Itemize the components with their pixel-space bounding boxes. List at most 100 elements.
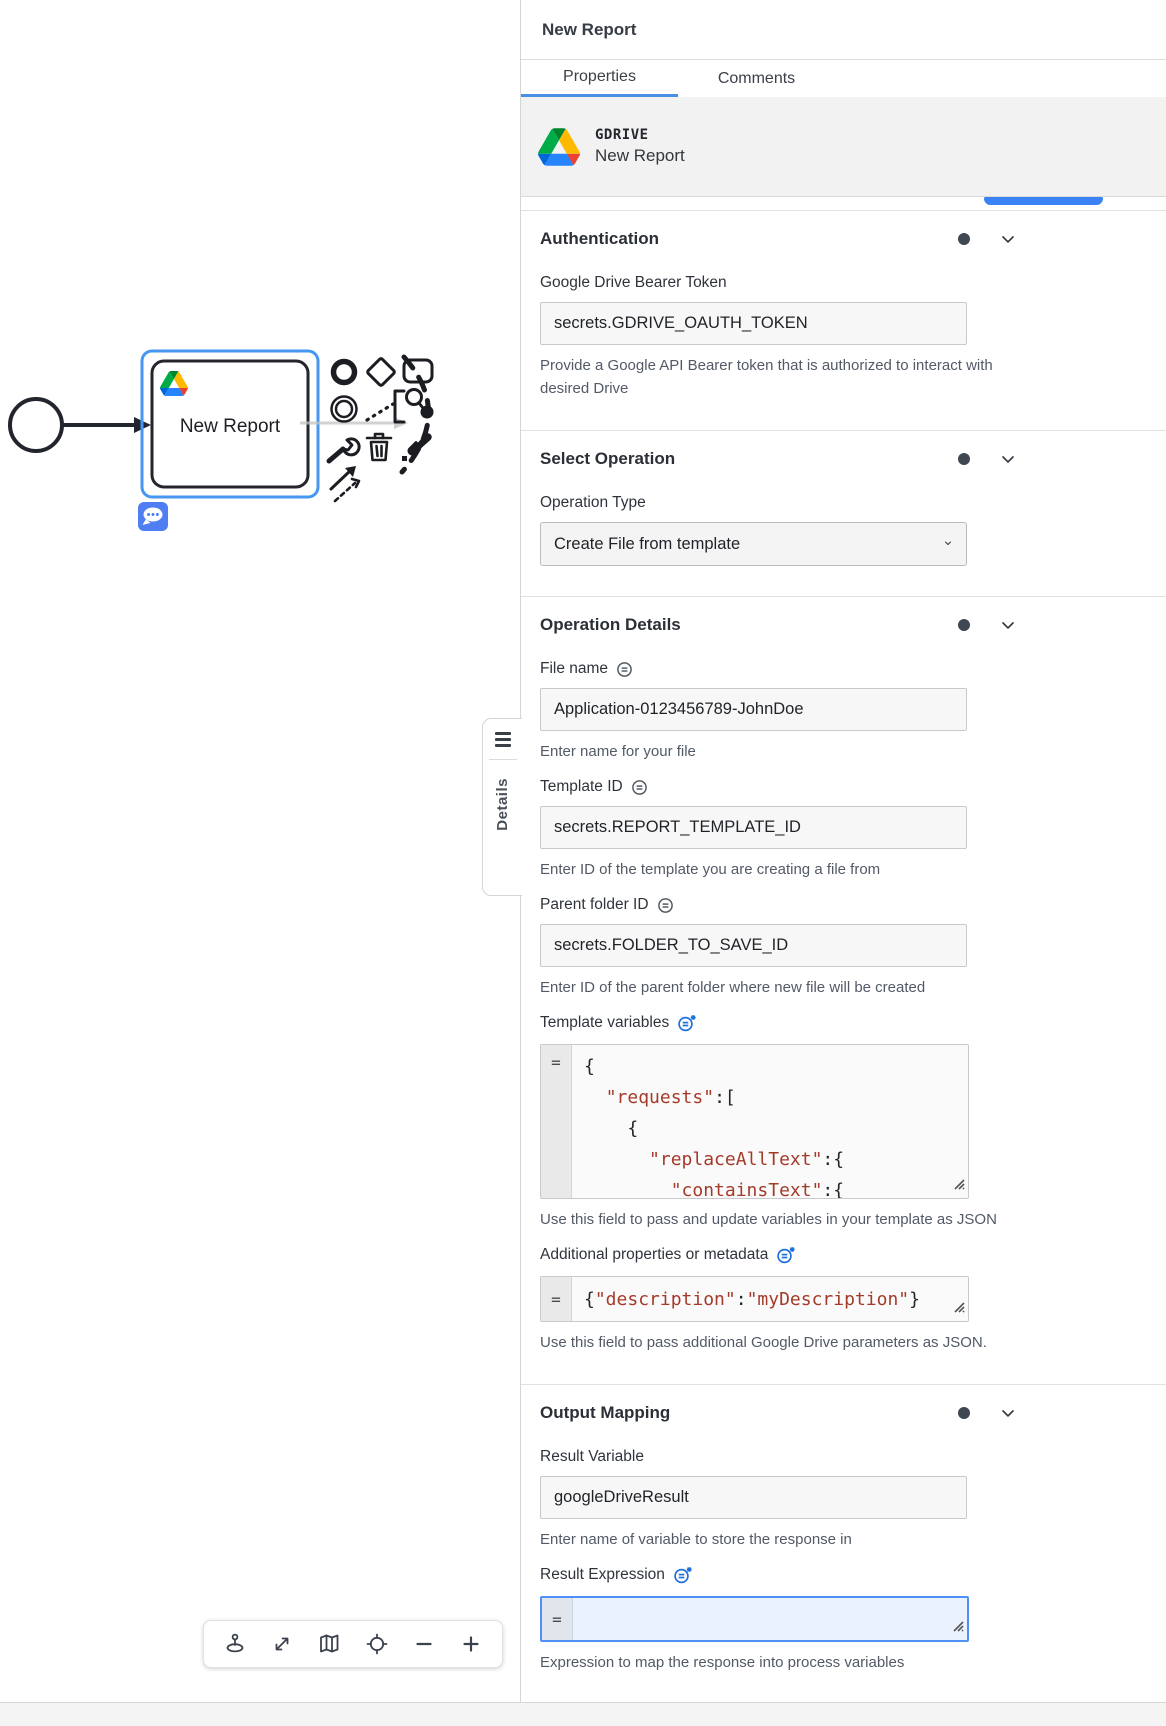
field-help: Use this field to pass additional Google… <box>540 1334 987 1351</box>
section-header[interactable]: Output Mapping <box>540 1401 1018 1425</box>
start-event[interactable] <box>8 397 64 453</box>
scrolled-button-fragment[interactable] <box>984 197 1103 205</box>
feel-optional-icon[interactable] <box>657 897 674 914</box>
feel-optional-icon[interactable] <box>631 779 648 796</box>
section-title: Operation Details <box>540 615 681 634</box>
additional-properties-or-metadata-code-editor[interactable]: = {"description":"myDescription"} <box>540 1276 969 1322</box>
feel-required-icon[interactable] <box>677 1014 697 1032</box>
task-new-report[interactable]: New Report <box>150 359 310 489</box>
code-content[interactable]: { "requests":[ { "replaceAllText":{ "con… <box>584 1056 845 1198</box>
field-label: Result Expression <box>540 1566 665 1583</box>
task-icon[interactable] <box>402 358 434 384</box>
bpmn-diagram: New Report <box>8 349 434 531</box>
section-header[interactable]: Select Operation <box>540 447 1018 471</box>
field-label: Additional properties or metadata <box>540 1246 769 1263</box>
template-variables-code-editor[interactable]: ={ "requests":[ { "replaceAllText":{ "co… <box>540 1044 969 1199</box>
wrench-icon[interactable] <box>326 437 361 464</box>
field-help: Enter ID of the template you are creatin… <box>540 861 881 878</box>
field-label: Result Variable <box>540 1448 644 1465</box>
input-value: googleDriveResult <box>554 1488 689 1506</box>
template-id-input[interactable]: secrets.REPORT_TEMPLATE_ID <box>540 806 967 849</box>
section-filled-indicator <box>958 619 970 631</box>
field-help: Enter name of variable to store the resp… <box>540 1531 852 1548</box>
resize-handle-icon[interactable] <box>952 1300 965 1318</box>
section-title: Authentication <box>540 229 659 248</box>
resize-handle-icon[interactable] <box>951 1619 964 1637</box>
field-label: Parent folder ID <box>540 896 649 913</box>
result-variable-input[interactable]: googleDriveResult <box>540 1476 967 1519</box>
minimap-icon[interactable] <box>313 1628 345 1660</box>
feel-required-icon[interactable] <box>673 1566 693 1584</box>
zoom-in-icon[interactable] <box>455 1628 487 1660</box>
code-content[interactable]: {"description":"myDescription"} <box>584 1288 920 1310</box>
intermediate-event-icon[interactable] <box>330 395 358 423</box>
field-template-variables: Template variables={ "requests":[ { "rep… <box>540 1013 997 1231</box>
field-help: Enter name for your file <box>540 743 696 760</box>
input-value: Application-0123456789-JohnDoe <box>554 700 804 718</box>
chevron-down-icon[interactable] <box>998 1403 1018 1423</box>
resize-handle-icon[interactable] <box>952 1177 965 1195</box>
panel-header: New Report <box>521 0 1166 60</box>
result-expression-code-editor[interactable]: = <box>540 1596 969 1642</box>
field-help: Expression to map the response into proc… <box>540 1654 905 1671</box>
parent-folder-id-input[interactable]: secrets.FOLDER_TO_SAVE_ID <box>540 924 967 967</box>
tab-properties[interactable]: Properties <box>521 60 678 97</box>
field-result-expression: Result Expression = Expression to map the … <box>540 1565 969 1674</box>
append-hint-arrow <box>300 417 408 429</box>
section-header[interactable]: Operation Details <box>540 613 1018 637</box>
field-google-drive-bearer-token: Google Drive Bearer Token secrets.GDRIVE_… <box>540 273 993 400</box>
selected-option: Create File from template <box>554 534 741 553</box>
google-drive-bearer-token-input[interactable]: secrets.GDRIVE_OAUTH_TOKEN <box>540 302 967 345</box>
details-tab[interactable]: Details <box>482 718 522 896</box>
code-content[interactable] <box>573 1598 967 1640</box>
field-help: Use this field to pass and update variab… <box>540 1211 997 1228</box>
bpmn-canvas[interactable]: New Report <box>0 0 520 1702</box>
section-title: Select Operation <box>540 449 676 468</box>
panel-tabs: Properties Comments <box>521 60 1166 97</box>
file-name-input[interactable]: Application-0123456789-JohnDoe <box>540 688 967 731</box>
input-value: secrets.FOLDER_TO_SAVE_ID <box>554 936 789 954</box>
reset-viewport-icon[interactable] <box>361 1628 393 1660</box>
chevron-down-icon[interactable] <box>998 615 1018 635</box>
field-help: Enter ID of the parent folder where new … <box>540 979 926 996</box>
end-event-icon[interactable] <box>330 358 358 386</box>
connect-arrow-icon[interactable] <box>329 466 356 491</box>
section-filled-indicator <box>958 1407 970 1419</box>
chevron-down-icon[interactable] <box>998 229 1018 249</box>
trash-icon[interactable] <box>365 432 393 462</box>
feel-required-icon[interactable] <box>776 1246 796 1264</box>
section-filled-indicator <box>958 453 970 465</box>
input-value: secrets.GDRIVE_OAUTH_TOKEN <box>554 314 808 332</box>
tab-comments[interactable]: Comments <box>717 69 796 87</box>
fit-viewport-icon[interactable] <box>266 1628 298 1660</box>
sequence-flow[interactable] <box>62 417 151 433</box>
details-tab-divider <box>488 759 517 760</box>
select-chevron-icon <box>942 535 954 554</box>
zoom-out-icon[interactable] <box>408 1628 440 1660</box>
canvas-toolbar <box>203 1620 503 1668</box>
association-arrow-icon[interactable] <box>333 477 361 503</box>
section-title: Output Mapping <box>540 1403 671 1422</box>
feel-equals-gutter: = <box>541 1045 572 1198</box>
section-header[interactable]: Authentication <box>540 227 1018 251</box>
text-annotation-icon[interactable] <box>365 389 406 424</box>
details-tab-label: Details <box>494 778 511 831</box>
field-parent-folder-id: Parent folder ID secrets.FOLDER_TO_SAVE_I… <box>540 895 967 999</box>
feel-optional-icon[interactable] <box>616 661 633 678</box>
comment-badge[interactable] <box>138 502 168 531</box>
feel-equals-gutter: = <box>541 1277 572 1321</box>
chevron-down-icon[interactable] <box>998 449 1018 469</box>
gateway-icon[interactable] <box>366 357 396 387</box>
google-drive-icon <box>538 127 580 166</box>
hand-tool-icon[interactable] <box>219 1628 251 1660</box>
connector-name: New Report <box>595 146 685 165</box>
operation-type-select[interactable]: Create File from template <box>540 522 967 566</box>
append-arc <box>399 354 431 475</box>
field-label: Google Drive Bearer Token <box>540 274 727 291</box>
